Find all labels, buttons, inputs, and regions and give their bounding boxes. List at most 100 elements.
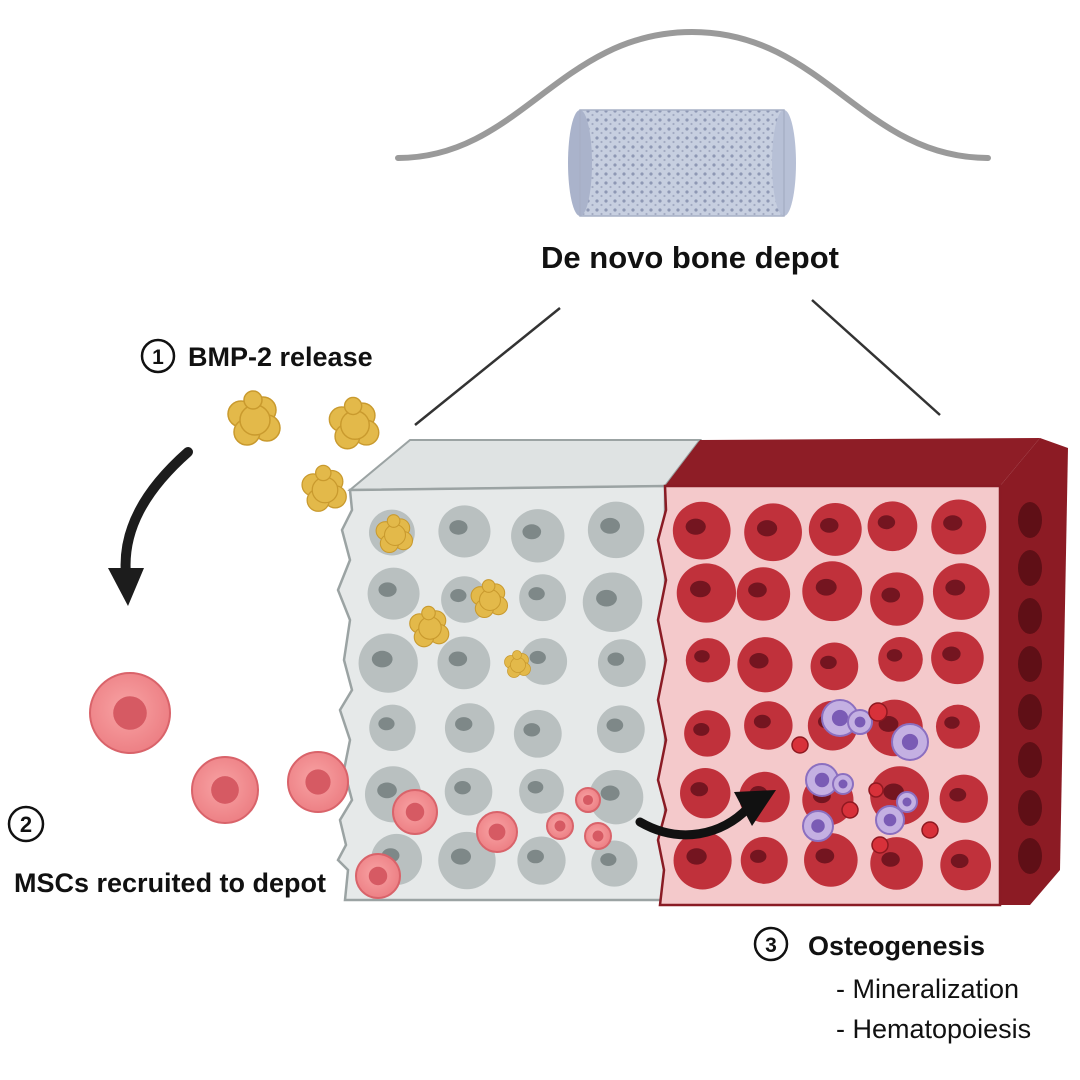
bone-pore-hole — [450, 848, 472, 865]
bone-pore-hole — [606, 718, 624, 732]
msc-nucleus — [554, 820, 566, 832]
marrow-pore-hole — [753, 714, 771, 729]
marrow-pore-hole — [881, 852, 900, 867]
msc-nucleus — [405, 802, 425, 822]
bell-curve-icon — [395, 28, 991, 161]
bone-pore-hole — [607, 652, 625, 666]
marrow-side-pore — [1018, 646, 1042, 682]
bone-pore-hole — [448, 651, 468, 667]
step-1-number: 1 — [152, 346, 164, 369]
step-1: 1 BMP-2 release — [140, 338, 373, 374]
red-blood-cell-icon — [871, 836, 889, 854]
marrow-pore — [685, 638, 731, 683]
msc-nucleus — [592, 830, 604, 842]
step-3-label: Osteogenesis — [808, 931, 985, 961]
blood-cell-nucleus — [883, 813, 897, 827]
bone-pore-hole — [378, 582, 397, 597]
marrow-pore-hole — [689, 580, 711, 598]
red-blood-cell-icon — [841, 801, 859, 819]
depot-label: De novo bone depot — [541, 240, 839, 275]
marrow-pore-hole — [686, 848, 707, 865]
blood-cell-nucleus — [811, 819, 825, 833]
zoom-line-left — [414, 307, 561, 426]
marrow-pore-hole — [749, 653, 769, 669]
step-2-number: 2 — [20, 812, 32, 837]
marrow-pore — [878, 637, 923, 682]
blood-cell-nucleus — [902, 797, 912, 807]
marrow-cube-icon — [656, 438, 1068, 907]
marrow-pore-hole — [949, 787, 967, 802]
marrow-pore-hole — [756, 520, 778, 537]
marrow-side-pore — [1018, 790, 1042, 826]
step-3-number: 3 — [765, 934, 777, 957]
marrow-side-pore — [1018, 550, 1042, 586]
marrow-pore-hole — [690, 782, 709, 797]
marrow-pore-hole — [750, 849, 767, 863]
marrow-pore-hole — [944, 716, 960, 729]
marrow-pore-hole — [815, 578, 837, 596]
step-2: 2 MSCs recruited to depot — [7, 805, 326, 898]
step-3: 3 Osteogenesis - Mineralization - Hemato… — [753, 926, 1031, 1044]
marrow-pore-hole — [950, 853, 969, 869]
bone-pore-hole — [527, 780, 544, 794]
marrow-pore-hole — [694, 650, 710, 663]
bmp2-protein-icon — [504, 650, 531, 678]
marrow-pore-hole — [877, 515, 896, 530]
msc-nucleus — [488, 823, 506, 841]
step-3-sublabel-mineralization: - Mineralization — [836, 974, 1019, 1004]
bone-pore-hole — [528, 587, 545, 601]
red-blood-cell-icon — [791, 736, 809, 754]
bone-pore-hole — [377, 782, 397, 799]
bone-pore-hole — [527, 849, 544, 864]
bone-pore-hole — [523, 723, 541, 737]
marrow-pore-hole — [942, 646, 961, 662]
msc-nucleus — [113, 696, 147, 730]
scaffold-cylinder-icon — [568, 109, 796, 217]
bone-pore-hole — [529, 650, 546, 665]
marrow-pore-hole — [748, 582, 767, 598]
msc-nucleus — [368, 866, 388, 886]
bmp2-protein-icon — [409, 605, 450, 648]
bone-pore-hole — [600, 853, 617, 867]
bmp2-protein-icon — [227, 390, 281, 446]
step-1-badge — [140, 338, 176, 374]
blood-cell-nucleus — [814, 772, 830, 788]
blood-cell-nucleus — [831, 709, 849, 727]
bone-pore-hole — [600, 517, 620, 534]
step-2-label: MSCs recruited to depot — [14, 868, 326, 898]
red-blood-cell-icon — [868, 702, 888, 722]
marrow-pore-hole — [820, 518, 839, 533]
red-blood-cell-icon — [868, 782, 884, 798]
marrow-side-pore — [1018, 598, 1042, 634]
marrow-pore-hole — [693, 722, 710, 736]
marrow-pore-hole — [815, 848, 835, 864]
bone-pore-hole — [600, 785, 620, 801]
arrow-icon — [108, 447, 193, 606]
red-blood-cell-icon — [921, 821, 939, 839]
bone-pore-hole — [454, 781, 471, 795]
blood-cell-nucleus — [901, 733, 919, 751]
bone-pore-hole — [371, 650, 393, 668]
step-2-badge — [7, 805, 45, 843]
msc-nucleus — [305, 769, 331, 795]
bmp2-protein-icon — [470, 579, 509, 619]
marrow-side-pore — [1018, 502, 1042, 538]
bone-pore-hole — [378, 717, 395, 731]
marrow-side-pore — [1018, 838, 1042, 874]
marrow-pore-hole — [685, 518, 706, 535]
marrow-pore-hole — [943, 515, 963, 531]
msc-nucleus — [211, 776, 239, 804]
marrow-side-pore — [1018, 694, 1042, 730]
step-1-label: BMP-2 release — [188, 342, 373, 372]
bone-pore-hole — [522, 524, 542, 540]
bone-pore-hole — [455, 717, 473, 731]
bone-pore-hole — [596, 589, 617, 607]
marrow-pore-hole — [945, 579, 966, 596]
blood-cell-nucleus — [854, 716, 866, 728]
blood-cell-nucleus — [838, 779, 848, 789]
zoom-line-right — [811, 299, 941, 416]
arrow-icon — [635, 790, 776, 840]
marrow-pore — [935, 704, 980, 749]
marrow-pore-hole — [881, 587, 901, 603]
